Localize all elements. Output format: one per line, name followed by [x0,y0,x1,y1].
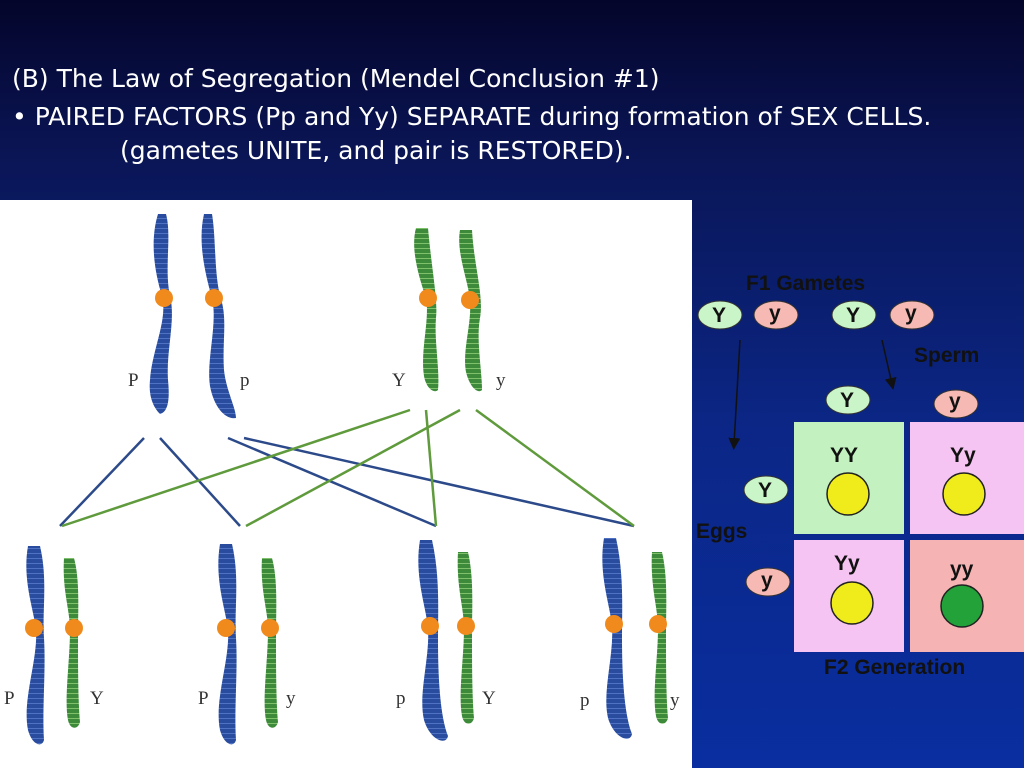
offspring-pY: p Y [396,540,496,741]
parent-label-p: p [240,370,250,391]
eggs-arrow [728,339,741,450]
pea-seed-yellow [830,581,874,625]
gamete-oval [753,300,799,330]
offspring-label: Y [482,688,496,709]
blue-chromosome [418,540,448,741]
egg-allele-oval [745,567,791,597]
offspring-label: Y [90,688,104,709]
gamete-label: y [769,302,781,325]
offspring-label: y [670,690,680,711]
eggs-label: Eggs [696,520,747,543]
sperm-label: Sperm [914,344,979,367]
green-line [61,408,411,528]
centromere [461,291,479,309]
genotype-label: Yy [950,444,976,467]
sperm-arrow [881,339,897,390]
blue-chromosome [26,546,45,745]
egg-allele-oval [743,475,789,505]
gamete-oval [697,300,743,330]
egg-allele: y [761,569,773,592]
centromere [261,619,279,637]
gamete-oval [889,300,935,330]
f1-gametes-title: F1 Gametes [746,272,865,295]
gamete-oval [831,300,877,330]
chromosome-diagram: P p Y y P Y P [4,214,680,745]
green-line [245,408,461,528]
green-chromosome [261,558,278,728]
offspring-label: p [580,690,590,711]
offspring-label: p [396,688,406,709]
segregation-lines [59,408,635,528]
punnett-square-panel: F1 Gametes Y y Y y Sperm Y y YY Yy Yy [692,200,1024,768]
blue-chromosome [602,538,632,739]
blue-line [243,436,635,528]
centromere [457,617,475,635]
parent-chromosome-p [201,214,236,419]
bullet-part-2: (gametes UNITE, and pair is RESTORED). [120,136,632,165]
genotype-label: YY [830,444,858,467]
centromere [205,289,223,307]
blue-line [59,437,145,527]
pea-seed-green [940,584,984,628]
sperm-allele: y [949,390,961,413]
blue-line [159,437,241,527]
parent-label-Y: Y [392,370,406,391]
f2-generation-label: F2 Generation [824,656,965,679]
sperm-allele-oval [933,389,979,419]
slide-text: (B) The Law of Segregation (Mendel Concl… [12,62,1012,168]
offspring-PY: P Y [4,546,104,745]
parent-chromosome-y [459,230,482,392]
offspring-label: P [198,688,209,709]
slide-heading: (B) The Law of Segregation (Mendel Concl… [12,64,660,93]
genotype-label: yy [950,558,974,581]
green-line [475,408,635,528]
centromere [155,289,173,307]
gamete-label: y [905,302,917,325]
gamete-label: Y [846,304,860,327]
sperm-allele-oval [825,385,871,415]
centromere [605,615,623,633]
parent-label-P: P [128,370,139,391]
pea-seed-yellow [826,472,870,516]
bullet-part-1: • PAIRED FACTORS (Pp and Yy) SEPARATE du… [12,102,932,131]
centromere [421,617,439,635]
sperm-allele: Y [840,389,854,412]
parent-chromosome-Y [414,228,439,392]
offspring-label: y [286,688,296,709]
centromere [217,619,235,637]
centromere [649,615,667,633]
centromere [419,289,437,307]
punnett-diagram: F1 Gametes Y y Y y Sperm Y y YY Yy Yy [696,272,1024,679]
centromere [25,619,43,637]
offspring-Py: P y [198,544,296,745]
centromere [65,619,83,637]
parent-label-y: y [496,370,506,391]
egg-allele: Y [758,479,772,502]
blue-line [227,436,437,528]
chromosome-figure: P p Y y P Y P [0,200,692,768]
green-line [424,409,438,527]
green-chromosome [63,558,80,728]
green-chromosome [651,552,668,724]
genotype-label: Yy [834,552,860,575]
pea-seed-yellow [942,472,986,516]
gamete-label: Y [712,304,726,327]
offspring-label: P [4,688,15,709]
offspring-py: p y [580,538,680,739]
blue-chromosome [218,544,237,745]
bullet-text: • PAIRED FACTORS (Pp and Yy) SEPARATE du… [12,100,1012,168]
green-chromosome [457,552,474,724]
parent-chromosome-P [149,214,173,414]
